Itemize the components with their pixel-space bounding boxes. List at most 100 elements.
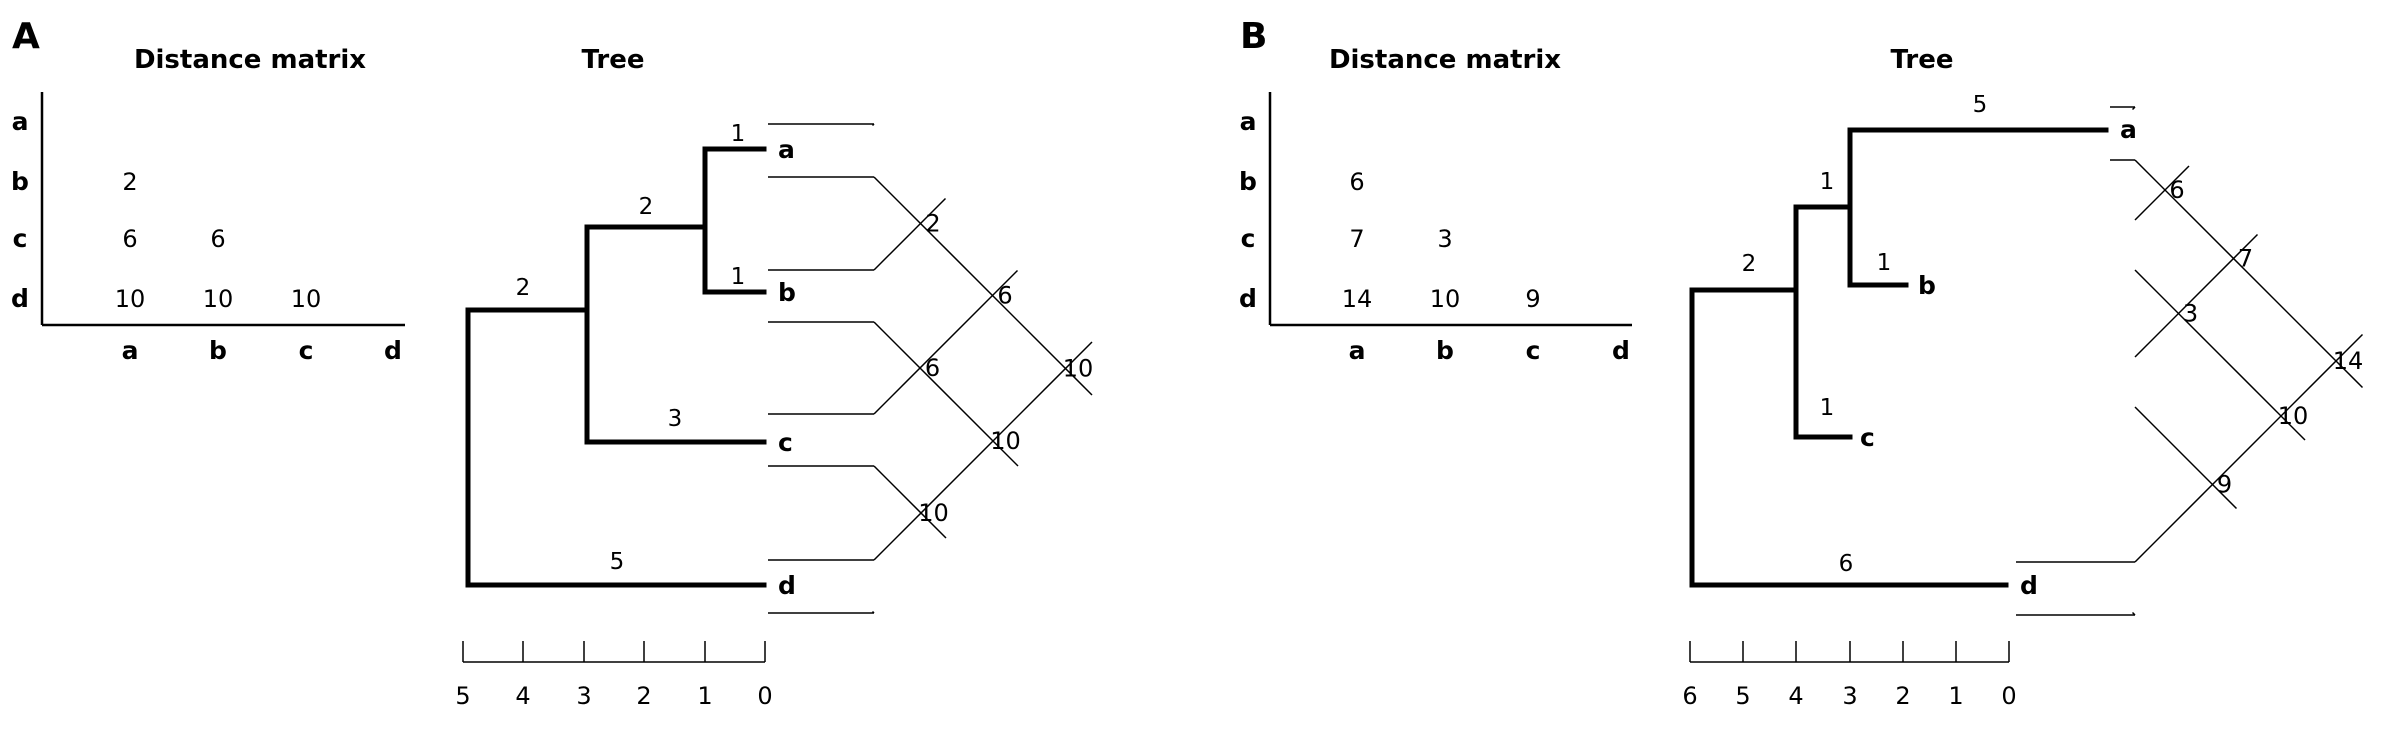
panel-b-branch-length-b: 1 [1877,250,1892,276]
panel-a-leaf-d: d [778,571,796,600]
panel-b-branch-length-a: 5 [1973,92,1988,118]
panel_b-triangle-diagonal [2134,165,2190,221]
panel_a-triangle-diagonal [873,465,947,539]
panel-a: A Distance matrix a b c d a b c d 2 6 6 … [11,16,1093,710]
panel-a-scale-label: 4 [515,682,530,710]
panel-b-scale: 6 5 4 3 2 1 0 [1682,641,2017,710]
panel_b-triangle-diagonal [2131,106,2136,111]
panel_b-triangle-value-ab: 6 [2169,176,2184,204]
panel-b-row-label-c: c [1241,224,1256,253]
panel_b-triangle-value-bd: 10 [2278,402,2309,430]
panel_a-triangle-diagonal [873,197,947,271]
panel_b-triangle-diagonal [2134,406,2238,510]
panel-b-col-label-d: d [1612,336,1630,365]
panel_b-triangle-diagonal [2134,159,2364,389]
panel-b-leaf-d: d [2020,571,2038,600]
panel_a-triangle-value-ab: 2 [925,210,940,238]
panel-a-leaf-b: b [778,278,796,307]
panel-a-col-label-a: a [122,336,139,365]
panel-b-branch-length-ab: 1 [1820,169,1835,195]
panel-b-cell-c-b: 3 [1437,225,1452,253]
panel-a-row-label-a: a [12,107,29,136]
panel-a-cell-d-b: 10 [203,285,234,313]
panel_b-triangle-diagonal [2134,333,2364,563]
panel-b-branch-length-c: 1 [1820,395,1835,421]
panel-a-tree-title: Tree [582,45,645,75]
panel-a-branch-length-a: 1 [731,121,746,147]
panel-a-scale-label: 5 [455,682,470,710]
panel-a-cell-c-b: 6 [210,225,225,253]
panel-b-distance-matrix: Distance matrix a b c d a b c d 6 7 3 14… [1239,45,1632,365]
panel-a-col-label-d: d [384,336,402,365]
panel-b-col-label-b: b [1436,336,1454,365]
panel-b-distance-triangle: 6 7 14 3 10 9 [2016,106,2364,616]
panel-a-branch-length-b: 1 [731,264,746,290]
panel_b-triangle-value-ac: 7 [2238,245,2253,273]
panel-a-leaf-a: a [778,135,795,164]
panel-b: B Distance matrix a b c d a b c d 6 7 3 … [1239,16,2363,710]
panel-b-branch-length-d: 6 [1839,551,1854,577]
panel_a-triangle-value-ac: 6 [997,282,1012,310]
panel_a-triangle-diagonal [871,123,875,127]
panel_b-triangle-diagonal [2134,269,2306,441]
panel-b-branch-length-abc: 2 [1742,251,1757,277]
panel-b-row-label-d: d [1239,284,1257,313]
panel-a-matrix-title: Distance matrix [134,45,366,75]
panel_a-triangle-diagonal [871,610,875,614]
panel-b-scale-label: 4 [1788,682,1803,710]
panel_b-triangle-diagonal [2131,611,2136,616]
panel-b-cell-b-a: 6 [1349,168,1364,196]
panel-a-cell-d-a: 10 [115,285,146,313]
panel-a-cell-b-a: 2 [122,168,137,196]
panel-b-cell-c-a: 7 [1349,225,1364,253]
panel-a-letter: A [12,16,40,57]
panel-a-row-label-c: c [13,224,28,253]
panel-b-letter: B [1240,16,1267,57]
panel-a-scale-label: 1 [697,682,712,710]
panel_b-triangle-value-bc: 3 [2183,300,2198,328]
panel-b-cell-d-b: 10 [1430,285,1461,313]
panel-b-cell-d-c: 9 [1525,285,1540,313]
panel_a-triangle-diagonal [873,176,1093,396]
panel-a-row-label-b: b [11,167,29,196]
panel-b-scale-label: 6 [1682,682,1697,710]
panel_a-triangle-diagonal [873,321,1019,467]
panel_a-triangle-diagonal [873,341,1093,561]
panel_a-triangle-value-bd: 10 [990,427,1021,455]
panel-b-scale-label: 1 [1948,682,1963,710]
panel_b-triangle-value-ad: 14 [2333,347,2364,375]
panel-a-scale-label: 3 [576,682,591,710]
panel-a-cell-d-c: 10 [291,285,322,313]
panel_b-triangle-value-cd: 9 [2217,471,2232,499]
panel-b-leaf-c: c [1860,423,1875,452]
panel-b-row-label-a: a [1240,107,1257,136]
panel_a-triangle-diagonal [873,269,1019,415]
panel-a-col-label-b: b [209,336,227,365]
panel-b-row-label-b: b [1239,167,1257,196]
panel-a-leaf-c: c [778,428,793,457]
panel-a-branch-length-d: 5 [610,549,625,575]
panel-a-scale-label: 0 [757,682,772,710]
panel-b-scale-label: 2 [1895,682,1910,710]
panel_a-triangle-value-bc: 6 [925,354,940,382]
panel-a-scale-label: 2 [636,682,651,710]
panel-b-scale-label: 0 [2001,682,2016,710]
panel-a-branch-length-ab: 2 [639,194,654,220]
panel-a-scale: 5 4 3 2 1 0 [455,641,773,710]
panel-b-tree-title: Tree [1891,45,1954,75]
panel-a-cell-c-a: 6 [122,225,137,253]
panel_a-triangle-value-cd: 10 [918,499,949,527]
panel-a-branch-length-c: 3 [668,406,683,432]
panel-b-leaf-a: a [2120,115,2137,144]
panel-b-scale-label: 5 [1735,682,1750,710]
panel-b-col-label-c: c [1526,336,1541,365]
panel-a-row-label-d: d [11,284,29,313]
panel-b-matrix-title: Distance matrix [1329,45,1561,75]
panel-a-branch-length-abc: 2 [516,275,531,301]
panel-b-col-label-a: a [1349,336,1366,365]
panel-a-distance-matrix: Distance matrix a b c d a b c d 2 6 6 10… [11,45,405,365]
